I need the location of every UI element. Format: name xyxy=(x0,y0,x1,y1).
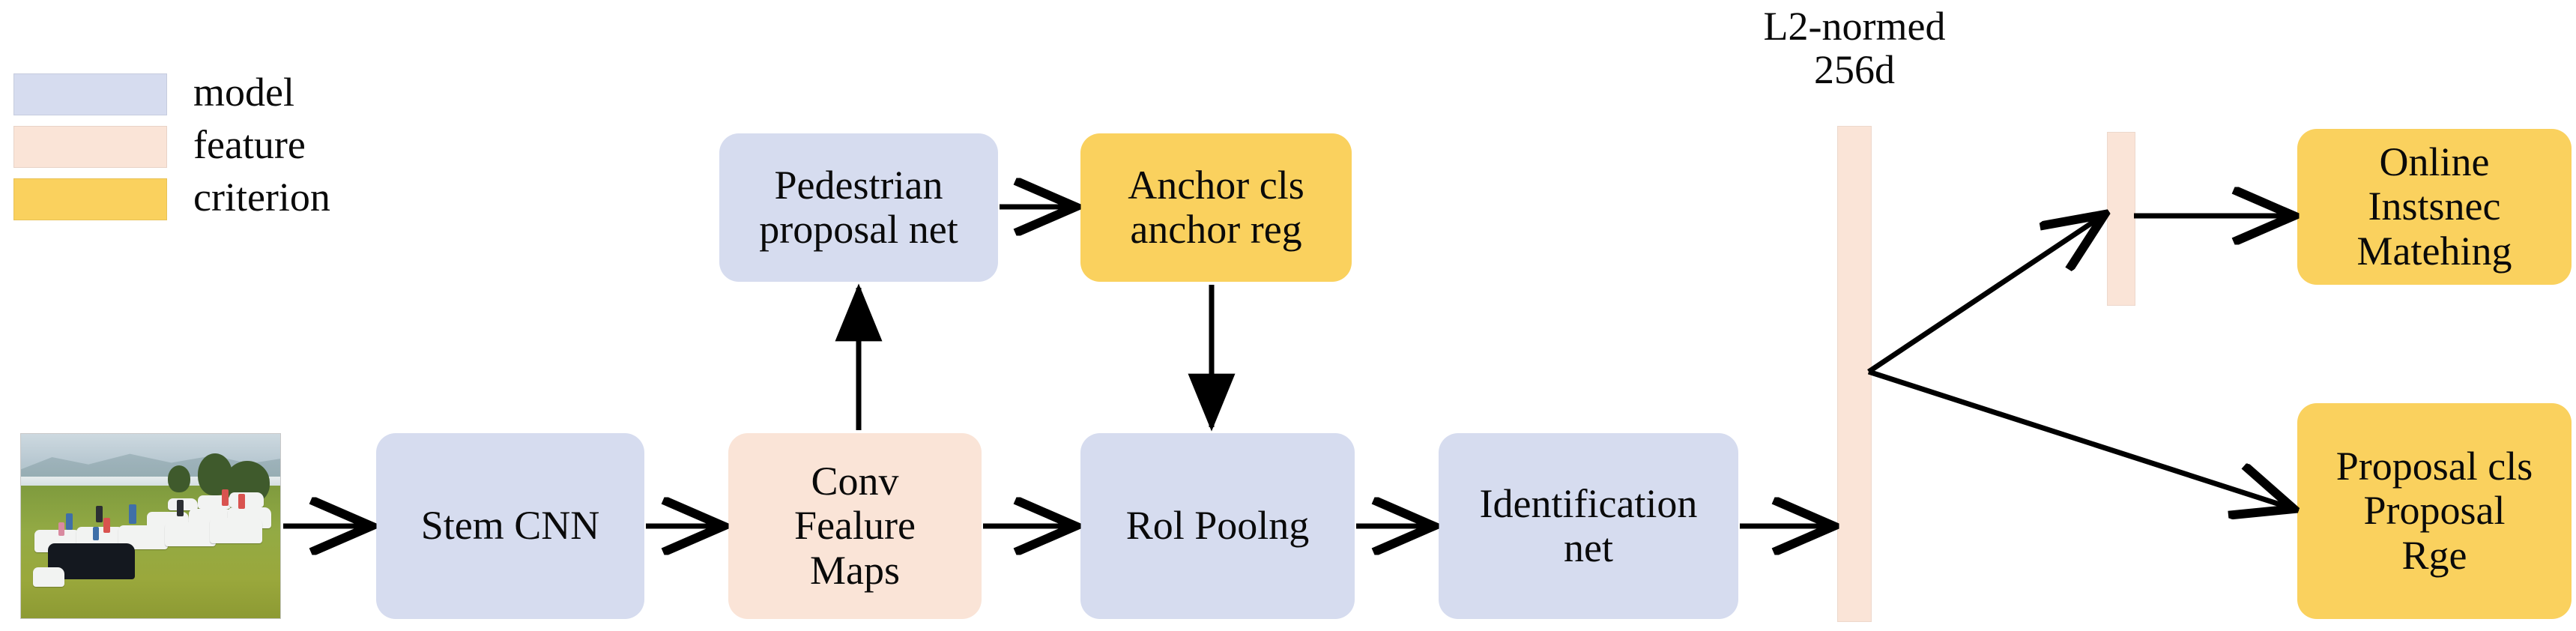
legend-swatch-criterion xyxy=(13,178,167,220)
legend-swatch-model xyxy=(13,73,167,115)
photo-tree xyxy=(168,465,190,492)
node-roi-pooling[interactable]: Rol Poolng xyxy=(1080,433,1355,619)
legend-swatch-feature xyxy=(13,126,167,168)
photo-person xyxy=(58,522,64,536)
photo-car xyxy=(33,567,64,587)
photo-car xyxy=(165,522,216,546)
edge-feature-bar-tall-to-feature-bar-short xyxy=(1867,216,2102,374)
photo-person xyxy=(93,527,99,540)
photo-person xyxy=(66,513,73,530)
photo-person xyxy=(222,489,229,506)
photo-person xyxy=(238,494,245,509)
input-image-thumbnail xyxy=(20,433,281,619)
legend-label-feature: feature xyxy=(193,122,306,167)
photo-person xyxy=(96,506,103,522)
node-online-instance-matching[interactable]: Online Instsnec Matehing xyxy=(2297,129,2572,285)
node-conv-feature-maps[interactable]: Conv Fealure Maps xyxy=(728,433,982,619)
node-anchor-losses[interactable]: Anchor cls anchor reg xyxy=(1080,133,1352,282)
photo-person xyxy=(177,500,184,516)
feature-bar-tall[interactable] xyxy=(1837,126,1872,622)
node-stem-cnn[interactable]: Stem CNN xyxy=(376,433,644,619)
node-proposal-losses[interactable]: Proposal cls Proposal Rge xyxy=(2297,403,2572,619)
caption-l2-normed: L2-normed 256d xyxy=(1763,4,1946,93)
node-pedestrian-proposal-net[interactable]: Pedestrian proposal net xyxy=(719,133,998,282)
photo-car xyxy=(210,518,262,543)
photo-person xyxy=(103,518,110,533)
node-identification-net[interactable]: Identification net xyxy=(1439,433,1738,619)
legend-label-criterion: criterion xyxy=(193,175,330,220)
photo-car xyxy=(229,492,264,507)
photo-person xyxy=(129,504,136,524)
edge-feature-bar-tall-to-proposal-losses xyxy=(1867,369,2291,508)
feature-bar-short[interactable] xyxy=(2107,132,2135,306)
legend-label-model: model xyxy=(193,70,294,115)
